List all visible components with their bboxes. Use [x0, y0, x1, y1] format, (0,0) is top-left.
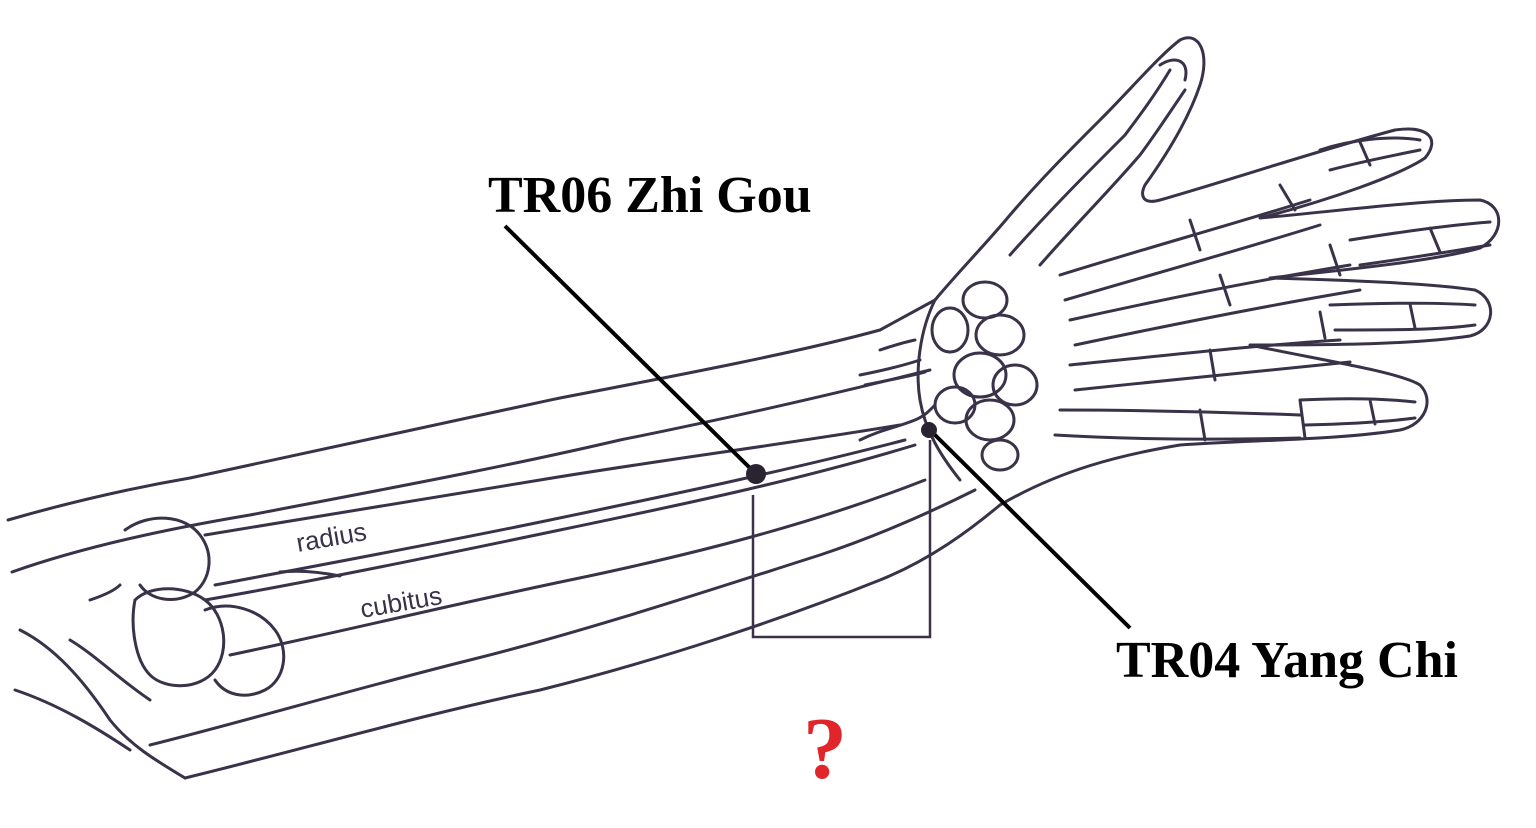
- question-box: [751, 440, 932, 639]
- wrist-tendon: [858, 403, 937, 442]
- elbow-mark: [88, 583, 122, 602]
- hand-outline: [933, 36, 1501, 507]
- question-mark: ?: [803, 701, 847, 798]
- forearm-lower-inner-edge: [148, 488, 977, 747]
- tr04-leader-line: [928, 428, 1132, 630]
- elbow-inner-line: [68, 638, 152, 702]
- tr06-label: TR06 Zhi Gou: [488, 167, 812, 224]
- ulna-upper: [203, 443, 917, 602]
- humerus-head: [123, 516, 211, 601]
- carpal-7: [933, 385, 977, 425]
- tr06-point-marker: [746, 464, 766, 484]
- carpal-8: [980, 438, 1020, 472]
- carpal-6: [930, 306, 970, 354]
- ring-finger-bones: [1068, 301, 1477, 392]
- little-finger-bones: [1053, 397, 1417, 442]
- hand: [916, 36, 1501, 507]
- carpal-4: [991, 363, 1039, 407]
- middle-finger-bones: [1068, 220, 1492, 347]
- forearm-outline: [6, 298, 1002, 780]
- interosseous-line: [278, 569, 342, 578]
- carpal-2: [974, 313, 1026, 357]
- forearm-bones: [123, 403, 937, 697]
- forearm-inner-upper-edge: [10, 368, 932, 574]
- elbow-outline: [18, 628, 187, 780]
- tr06-leader-line: [503, 224, 756, 474]
- carpal-3: [952, 351, 1008, 399]
- wrist-crease-3: [878, 338, 917, 352]
- humerus-condyle: [131, 587, 226, 688]
- tr04-point-marker: [921, 422, 937, 438]
- carpal-1: [961, 280, 1009, 320]
- elbow-crease: [13, 688, 132, 752]
- thumb-bones: [1008, 58, 1188, 267]
- radius-lower: [213, 438, 907, 587]
- forearm-lower-edge: [183, 503, 1002, 780]
- ulna-lower: [228, 478, 927, 657]
- index-finger-bones: [1058, 136, 1422, 302]
- wrist-edge: [916, 298, 962, 482]
- carpal-5: [964, 398, 1016, 442]
- radius-label: radius: [294, 516, 369, 558]
- wrist-crease-1: [858, 358, 922, 377]
- forearm-upper-edge: [6, 298, 937, 522]
- tr04-label: TR04 Yang Chi: [1116, 632, 1458, 689]
- wrist-crease-2: [863, 370, 927, 387]
- radius-upper: [203, 423, 902, 537]
- olecranon: [203, 604, 286, 697]
